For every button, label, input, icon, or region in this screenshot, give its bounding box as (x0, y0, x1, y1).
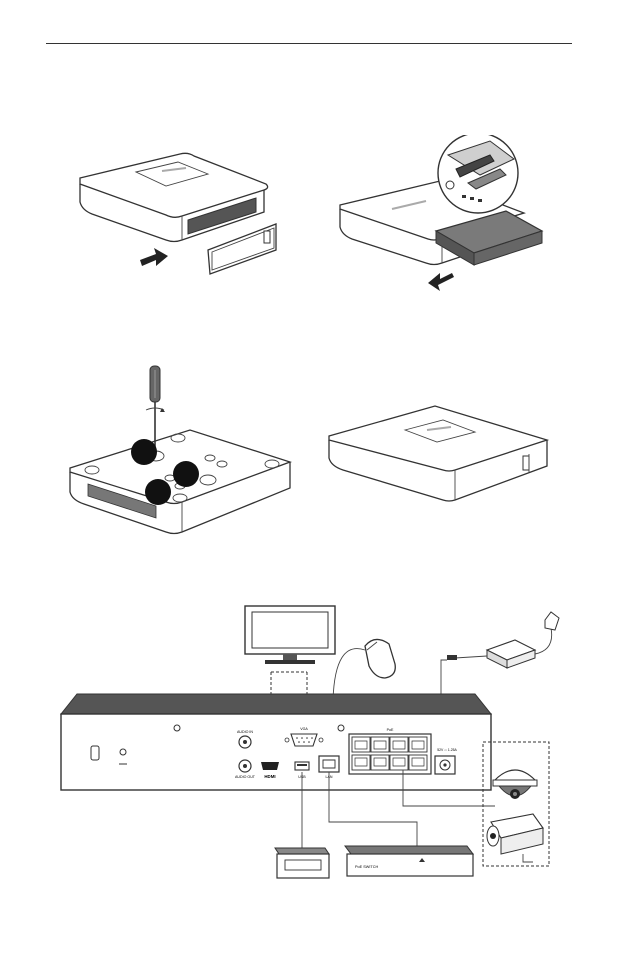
header-rule (46, 43, 572, 44)
insert-arrow-icon (428, 273, 454, 291)
label-power: 52V ⎓ 1.25A (437, 748, 457, 752)
connector-zoom-inset (438, 135, 518, 213)
illustration-remove-cover (70, 140, 285, 280)
illustration-fasten-screws (60, 360, 300, 555)
screw-badge-2 (173, 461, 199, 487)
poe-switch-icon: PoE SWITCH (345, 846, 473, 876)
label-vga: VGA (300, 727, 308, 731)
bullet-camera-icon (487, 814, 543, 862)
label-audio-out: AUDIO OUT (235, 775, 256, 779)
screw-badge-3 (145, 479, 171, 505)
monitor-icon (245, 606, 335, 664)
usb-storage-icon (275, 848, 329, 878)
label-hdmi: HDMI (264, 774, 275, 779)
illustration-assembled-nvr (325, 400, 555, 510)
label-audio-in: AUDIO IN (237, 730, 253, 734)
bay-cover (208, 224, 276, 274)
dome-camera-icon (493, 770, 537, 799)
hard-drive (436, 211, 542, 265)
mouse-icon (365, 639, 395, 678)
nvr-rear-panel: AUDIO IN AUDIO OUT HDMI VGA USB LAN PoE (61, 694, 491, 790)
tray-arrow-icon (140, 248, 168, 266)
screw-badge-1 (131, 439, 157, 465)
connection-diagram: AUDIO IN AUDIO OUT HDMI VGA USB LAN PoE (55, 600, 575, 880)
power-adapter-icon (447, 612, 559, 668)
label-poe: PoE (387, 728, 394, 732)
label-switch: PoE SWITCH (355, 865, 378, 869)
illustration-insert-hdd (330, 135, 555, 295)
ip-cameras-group (483, 742, 549, 866)
